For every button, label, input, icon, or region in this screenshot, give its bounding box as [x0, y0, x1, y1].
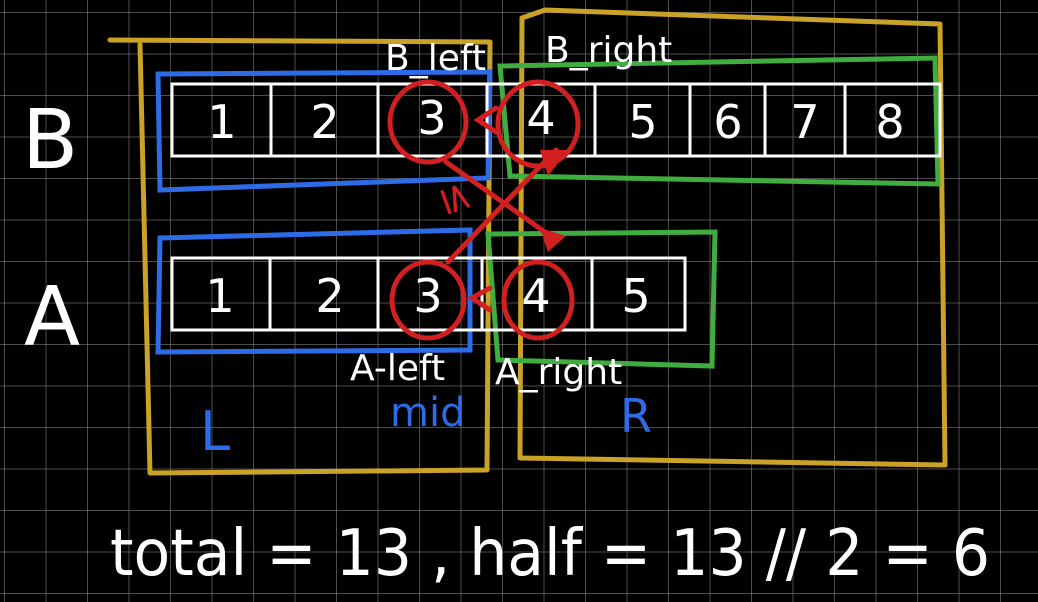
left-partition-box: [107, 37, 493, 476]
array-b-cell: 4: [526, 91, 555, 145]
blue-left-boxes: [155, 69, 493, 355]
less-than-b: [473, 105, 499, 135]
array-a-outline: [170, 256, 687, 332]
cross-arrow-a-left-to-b-right: [445, 147, 559, 265]
circle-a-left: [389, 259, 467, 341]
blue-box-b-left: [155, 69, 493, 193]
array-b-outline: [170, 82, 942, 158]
row-label-a: A: [24, 270, 80, 365]
array-a-cell: 5: [621, 269, 650, 323]
green-right-boxes: [485, 55, 941, 369]
array-b-cell: 1: [207, 95, 236, 149]
row-label-b: B: [22, 93, 78, 188]
arrowhead-up: [540, 150, 568, 176]
array-b: [170, 82, 942, 158]
red-arrowheads: [540, 150, 568, 252]
array-b-cell: 8: [875, 95, 904, 149]
label-b-left: B_left: [385, 38, 486, 79]
less-than-a: [467, 285, 493, 313]
gold-partition-boxes: [107, 7, 948, 476]
red-annotations: [387, 79, 581, 341]
array-b-cell: 2: [310, 95, 339, 149]
label-b-right: B_right: [545, 30, 672, 71]
cross-arrow-b-left-to-a-right: [443, 159, 559, 243]
array-b-cell: 6: [713, 95, 742, 149]
label-a-right: A_right: [495, 352, 622, 393]
array-b-cell: 5: [628, 95, 657, 149]
label-mid: mid: [390, 390, 465, 436]
array-b-cell: 7: [790, 95, 819, 149]
label-a-left: A-left: [350, 348, 445, 389]
circle-a-right: [501, 259, 575, 341]
array-a-cell: 4: [521, 269, 550, 323]
array-b-cell: 3: [417, 91, 446, 145]
array-a-cell: 1: [205, 269, 234, 323]
label-r: R: [620, 389, 652, 443]
green-box-b-right: [497, 55, 941, 187]
array-a: [170, 256, 687, 332]
array-a-cell: 2: [315, 269, 344, 323]
right-partition-box: [517, 7, 948, 468]
blue-box-a-left: [155, 227, 473, 355]
array-a-cell: 3: [413, 269, 442, 323]
circle-b-left: [387, 79, 469, 165]
array-b-values: 1 2 3 4 5 6 7 8: [207, 91, 904, 149]
array-a-values: 1 2 3 4 5: [205, 269, 650, 323]
formula-text: total = 13 , half = 13 // 2 = 6: [110, 517, 990, 591]
green-box-a-right: [485, 229, 718, 369]
label-l: L: [200, 400, 230, 463]
arrowhead-down: [540, 228, 566, 252]
